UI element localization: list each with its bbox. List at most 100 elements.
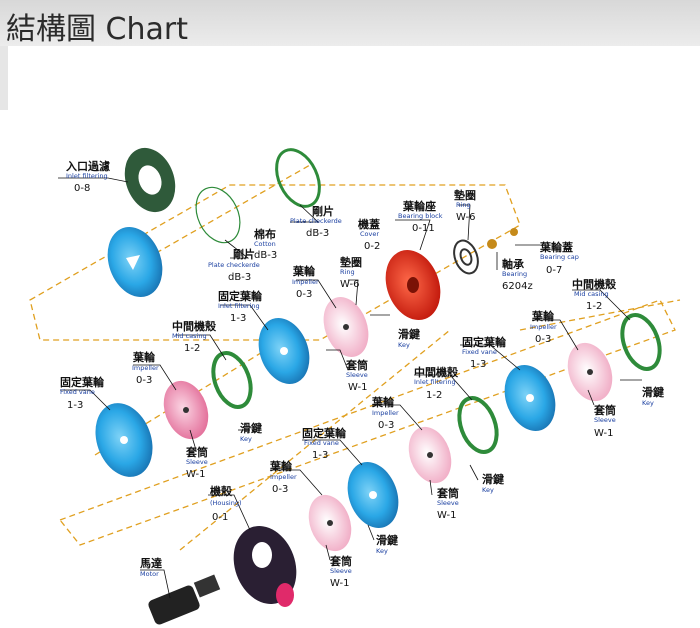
label-bearing: 軸承 Bearing 6204z: [502, 257, 533, 292]
svg-text:Cotton: Cotton: [254, 240, 276, 248]
label-cotton: 棉布 Cotton dB-3: [254, 227, 277, 261]
svg-text:棉布: 棉布: [254, 227, 276, 241]
svg-text:0-7: 0-7: [546, 265, 562, 276]
svg-text:葉輪: 葉輪: [132, 350, 156, 364]
svg-text:Mid casing: Mid casing: [574, 290, 609, 298]
svg-text:套筒: 套筒: [330, 554, 352, 568]
svg-text:套筒: 套筒: [437, 486, 459, 500]
svg-text:Motor: Motor: [140, 570, 159, 578]
svg-text:Key: Key: [642, 399, 654, 407]
svg-text:葉輪: 葉輪: [371, 395, 395, 409]
svg-text:葉輪: 葉輪: [269, 459, 293, 473]
label-impeller-b: 葉輪 Impeller 0-3: [132, 350, 159, 386]
svg-text:Key: Key: [376, 547, 388, 555]
title-bar: 結構圖 Chart: [0, 0, 700, 47]
fixed-vane-center: [347, 462, 399, 528]
label-mid-casing-d: 中間機殼 Mid casing 1-2: [572, 277, 617, 312]
svg-text:Fixed vane: Fixed vane: [60, 388, 95, 396]
label-motor: 馬達 Motor: [140, 556, 162, 578]
bearing-block-part: [385, 250, 441, 320]
impeller-bottom: [308, 494, 352, 552]
inlet-disc-part: [107, 227, 163, 297]
label-key-c: 滑鍵 Key: [482, 472, 504, 494]
label-housing: 機殼 (Housing) 0-1: [210, 484, 242, 523]
svg-text:0-3: 0-3: [296, 289, 312, 300]
svg-text:葉輪: 葉輪: [531, 309, 555, 323]
svg-text:Key: Key: [240, 435, 252, 443]
svg-text:0-1: 0-1: [212, 512, 228, 523]
motor-part: [148, 574, 221, 625]
svg-text:W-1: W-1: [437, 510, 456, 521]
svg-text:1-2: 1-2: [586, 301, 602, 312]
svg-text:0-11: 0-11: [412, 223, 435, 234]
svg-text:Sleeve: Sleeve: [437, 499, 459, 507]
svg-text:0-3: 0-3: [378, 420, 394, 431]
impeller-center: [408, 426, 452, 484]
svg-text:1-3: 1-3: [470, 359, 486, 370]
svg-text:葉輪: 葉輪: [292, 264, 316, 278]
svg-text:Impeller: Impeller: [530, 323, 557, 331]
svg-text:滑鍵: 滑鍵: [376, 533, 398, 547]
svg-text:墊圈: 墊圈: [340, 255, 362, 269]
fixed-vane-upper: [258, 318, 310, 384]
svg-text:dB-3: dB-3: [306, 228, 329, 239]
svg-text:Impeller: Impeller: [292, 278, 319, 286]
label-fixed-vane-b: 固定葉輪 Fixed vane 1-3: [60, 375, 105, 411]
svg-text:Cover: Cover: [360, 230, 379, 238]
svg-text:(Housing): (Housing): [210, 499, 242, 507]
label-impeller-c: 葉輪 Impeller 0-3: [371, 395, 399, 431]
svg-text:1-3: 1-3: [230, 313, 246, 324]
label-fixed-vane-c: 固定葉輪 Fixed vane 1-3: [462, 335, 507, 370]
svg-text:葉輪蓋: 葉輪蓋: [539, 240, 573, 254]
fixed-vane-left: [95, 403, 153, 477]
label-impeller-d: 葉輪 Impeller 0-3: [530, 309, 557, 345]
guide-right: [519, 299, 681, 331]
svg-text:1-3: 1-3: [67, 400, 83, 411]
svg-text:1-3: 1-3: [312, 450, 328, 461]
label-inlet-filter-c: 中間機殼 Inlet filtering 1-2: [414, 365, 459, 401]
label-key-d: 滑鍵 Key: [642, 385, 664, 407]
svg-text:W-6: W-6: [456, 212, 475, 223]
svg-text:Bearing block: Bearing block: [398, 212, 443, 220]
mid-casing-right: [620, 313, 662, 371]
svg-text:Key: Key: [398, 341, 410, 349]
impeller-right: [567, 342, 613, 402]
mid-casing-upper: [211, 351, 253, 409]
svg-text:套筒: 套筒: [594, 403, 616, 417]
label-sleeve-e: 套筒 Sleeve W-1: [330, 554, 352, 589]
svg-text:馬達: 馬達: [140, 556, 162, 570]
svg-text:Inlet filtering: Inlet filtering: [66, 172, 108, 180]
svg-text:W-6: W-6: [340, 279, 359, 290]
svg-text:W-1: W-1: [330, 578, 349, 589]
svg-text:固定葉輪: 固定葉輪: [218, 289, 263, 303]
svg-text:W-1: W-1: [594, 428, 613, 439]
label-key-b: 滑鍵 Key: [240, 421, 262, 443]
label-inlet-filter-top: 入口過濾 Inlet filtering 0-8: [66, 159, 110, 194]
mid-casing-center: [457, 396, 499, 454]
impeller-left: [163, 380, 209, 440]
svg-text:1-2: 1-2: [426, 390, 442, 401]
svg-text:中間機殼: 中間機殼: [414, 365, 459, 379]
label-bearing-cap: 葉輪蓋 Bearing cap 0-7: [539, 240, 579, 276]
label-key-a: 滑鍵 Key: [398, 327, 420, 349]
label-ring-mid: 墊圈 Ring W-6: [340, 255, 362, 290]
svg-text:滑鍵: 滑鍵: [642, 385, 664, 399]
leader-lines: [58, 177, 642, 599]
svg-text:Key: Key: [482, 486, 494, 494]
svg-text:Sleeve: Sleeve: [346, 371, 368, 379]
svg-text:Sleeve: Sleeve: [594, 416, 616, 424]
svg-text:0-8: 0-8: [74, 183, 90, 194]
svg-text:滑鍵: 滑鍵: [398, 327, 420, 341]
cotton-ring-part: [195, 186, 241, 244]
svg-text:機殼: 機殼: [210, 484, 233, 498]
svg-text:入口過濾: 入口過濾: [66, 159, 110, 173]
svg-text:Bearing: Bearing: [502, 270, 527, 278]
svg-text:Inlet filtering: Inlet filtering: [414, 378, 456, 386]
label-bearing-block: 葉輪座 Bearing block 0-11: [398, 199, 443, 234]
svg-text:Impeller: Impeller: [270, 473, 297, 481]
housing-part: [233, 526, 297, 607]
svg-text:1-2: 1-2: [184, 343, 200, 354]
svg-text:Mid casing: Mid casing: [172, 332, 207, 340]
label-impeller-e: 葉輪 Impeller 0-3: [269, 459, 297, 495]
impeller-upper: [323, 296, 369, 358]
